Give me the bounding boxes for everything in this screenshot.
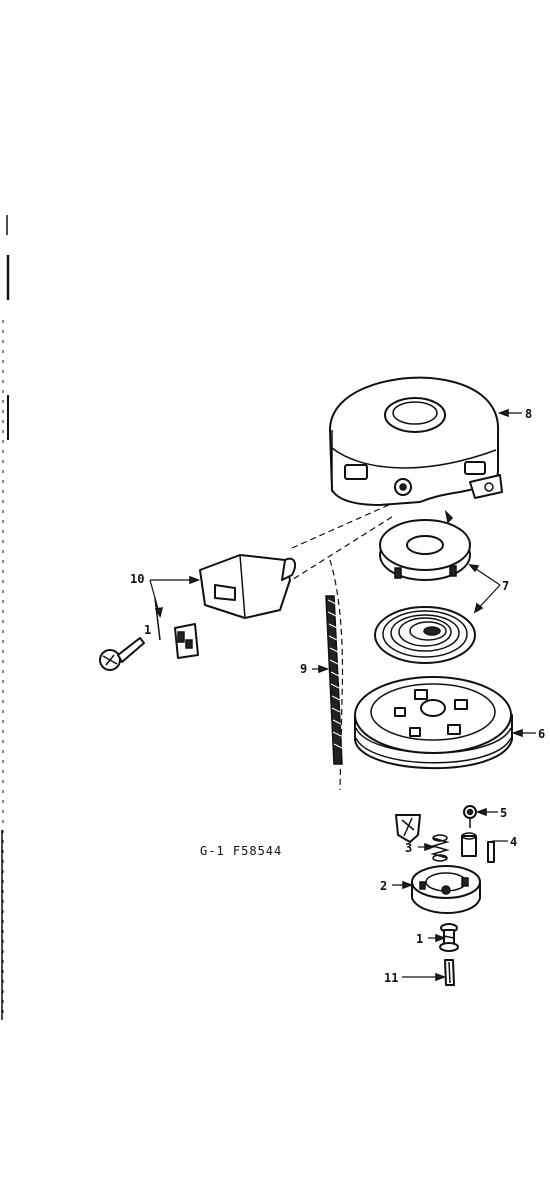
callout-9: 9: [300, 662, 307, 676]
pulley: [354, 676, 513, 770]
retainer: [463, 805, 477, 828]
callout-3: 3: [405, 841, 412, 855]
callout-8: 8: [525, 407, 532, 421]
drawing-code: G-1 F58544: [200, 844, 282, 858]
callout-11: 11: [384, 971, 398, 985]
callout-6: 6: [538, 727, 545, 741]
spring: [430, 834, 450, 862]
screw-bottom: [439, 923, 459, 952]
callout-1-bottom: 1: [416, 932, 423, 946]
callout-4: 4: [510, 835, 517, 849]
screw-left: [99, 637, 145, 671]
bottom-pin: [444, 959, 455, 986]
handle: [199, 554, 297, 619]
pawl: [395, 814, 421, 843]
guide-clip: [154, 597, 199, 659]
cup: [411, 865, 481, 914]
callout-10: 10: [130, 572, 144, 586]
callout-labels: 8 7 10 1 9 6 5 4 3 2 1 11: [130, 407, 545, 985]
callout-5: 5: [500, 806, 507, 820]
callout-7: 7: [502, 579, 509, 593]
scan-edge-artifacts: [1, 215, 10, 1020]
leader-lines: [149, 408, 536, 982]
starter-housing: [329, 376, 503, 506]
spring-retainer: [379, 509, 471, 581]
callout-1-left: 1: [144, 623, 151, 637]
starter-rope: [325, 595, 343, 765]
rewind-spring: [374, 606, 476, 664]
callout-2: 2: [380, 879, 387, 893]
pin: [461, 832, 495, 863]
